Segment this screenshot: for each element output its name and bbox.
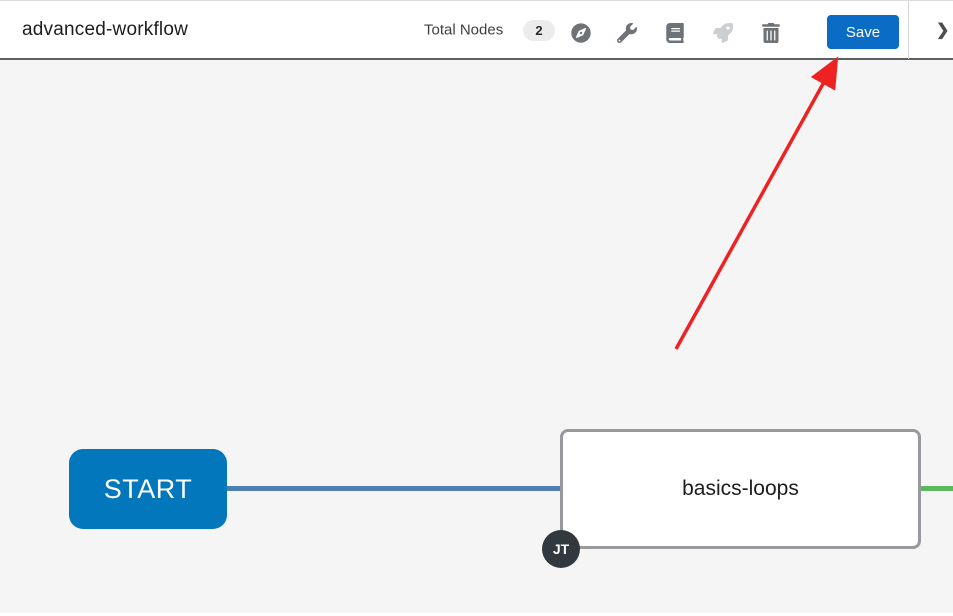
wrench-icon[interactable] xyxy=(617,23,637,43)
workflow-node-basics-loops[interactable]: basics-loops xyxy=(560,429,921,549)
save-button[interactable]: Save xyxy=(827,15,899,49)
header-divider xyxy=(908,1,909,59)
trash-icon[interactable] xyxy=(761,23,781,43)
edge-node-outgoing xyxy=(921,486,953,491)
chevron-right-icon[interactable]: ❯ xyxy=(936,21,950,39)
book-icon[interactable] xyxy=(665,23,685,43)
job-template-badge: JT xyxy=(542,530,580,568)
start-node[interactable]: START xyxy=(69,449,227,529)
total-nodes-count-badge: 2 xyxy=(523,20,555,41)
workflow-canvas[interactable]: START basics-loops JT xyxy=(0,60,953,613)
compass-icon[interactable] xyxy=(571,23,591,43)
workflow-node-label: basics-loops xyxy=(682,477,799,500)
workflow-title: advanced-workflow xyxy=(22,18,189,40)
total-nodes-label: Total Nodes xyxy=(424,21,504,38)
edge-start-to-node xyxy=(227,486,560,491)
workflow-header: advanced-workflow Total Nodes 2 Save ❯ xyxy=(0,0,953,60)
rocket-icon[interactable] xyxy=(713,23,733,43)
